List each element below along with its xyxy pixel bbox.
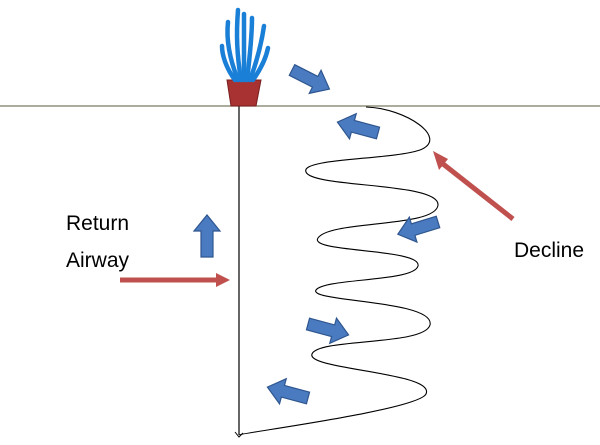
flow-arrow-icon bbox=[304, 310, 353, 349]
flow-arrow-icon bbox=[193, 214, 221, 258]
fan-icon bbox=[219, 7, 271, 107]
pointer-arrow-icon bbox=[433, 151, 515, 221]
flow-arrow-icon bbox=[393, 208, 443, 248]
return-airway-label-line1: Return bbox=[66, 212, 130, 235]
flow-arrow-icon bbox=[285, 57, 336, 102]
pointer-arrow-icon bbox=[120, 273, 230, 287]
return-airway-label-line2: Airway bbox=[66, 249, 130, 272]
flow-arrow-icon bbox=[333, 108, 382, 147]
flow-arrow-icon bbox=[263, 373, 312, 412]
decline-label: Decline bbox=[514, 239, 585, 262]
decline-path bbox=[238, 106, 439, 436]
